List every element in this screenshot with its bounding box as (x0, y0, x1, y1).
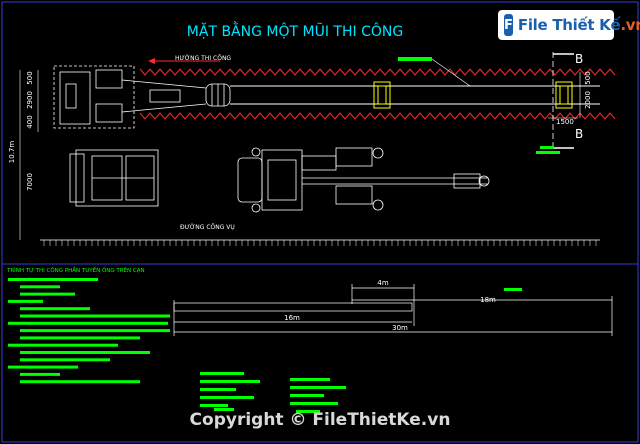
logo-text: File Thiết Kế (517, 16, 621, 34)
section-b-top: B (575, 52, 583, 66)
table-line (8, 321, 168, 325)
table-line (20, 380, 140, 384)
note-bar-ruler (504, 288, 522, 291)
legend-line (200, 372, 244, 375)
legend-line (290, 402, 338, 405)
legend-line (290, 386, 346, 389)
ground-hatch (43, 240, 597, 246)
table-line (8, 278, 98, 281)
bottom-legend-text (200, 372, 346, 413)
boundary-zigzag-top (139, 68, 616, 76)
legend-line (290, 378, 330, 381)
legend-line (200, 404, 228, 407)
copyright-watermark: Copyright © FileThietKe.vn (189, 410, 451, 430)
legend-line (296, 410, 320, 413)
table-line (20, 314, 170, 318)
dim-500: 500 (26, 71, 34, 84)
dim-18m: 18m (480, 296, 496, 304)
truck-plan (69, 149, 159, 207)
legend-line (200, 396, 254, 399)
table-line (8, 343, 118, 347)
direction-arrowhead (148, 58, 155, 64)
file-icon: F (504, 14, 513, 36)
crane-plan (237, 147, 490, 213)
pipe-support-1-inner (377, 85, 387, 105)
logo-suffix: .vn (620, 16, 640, 34)
dim-16m: 16m (284, 314, 300, 322)
table-line (20, 292, 75, 296)
dim-7000: 7000 (26, 173, 34, 191)
legend-line (290, 394, 324, 397)
right-dim-1500: 1500 (556, 118, 574, 126)
boundary-zigzag-bottom (139, 112, 616, 120)
logo-text-wrap: File Thiết Kế.vn (518, 16, 640, 34)
sequence-table-text (8, 278, 170, 384)
legend-line (200, 380, 260, 383)
table-line (20, 351, 150, 354)
dim-400: 400 (26, 115, 34, 128)
bottom-dimension-lines (173, 284, 613, 336)
direction-label: HƯỚNG THI CÔNG (175, 55, 231, 62)
pipe-support-1 (373, 81, 391, 109)
dim-4m: 4m (377, 279, 388, 287)
sequence-table-title: TRÌNH TỰ THI CÔNG PHẦN TUYẾN ỐNG TRÊN CẠ… (6, 266, 145, 274)
note-leader (431, 58, 471, 87)
legend-line (200, 388, 236, 391)
note-bar-top (398, 57, 432, 61)
table-line (8, 365, 78, 369)
dim-10-7m: 10.7m (8, 141, 16, 164)
table-line (20, 329, 170, 333)
road-label: ĐƯỜNG CÔNG VỤ (180, 224, 235, 231)
right-dim-500: 500 (584, 71, 592, 84)
table-line (20, 358, 110, 362)
table-line (20, 372, 60, 376)
dim-2900: 2900 (26, 91, 34, 109)
brand-logo: F File Thiết Kế.vn (498, 10, 640, 40)
note-bar-right-1 (540, 146, 554, 149)
table-line (20, 336, 140, 340)
legend-line (214, 408, 234, 411)
drawing-title: MẶT BẰNG MỘT MŨI THI CÔNG (187, 21, 403, 40)
pipe-support-2-inner (559, 85, 569, 105)
dim-30m: 30m (392, 324, 408, 332)
table-line (20, 307, 90, 311)
note-bar-right-2 (536, 151, 560, 154)
drilling-machine-top (53, 65, 231, 129)
pipe-support-2 (555, 81, 573, 109)
table-line (8, 299, 43, 303)
right-dim-2000: 2000 (584, 91, 592, 109)
table-line (20, 285, 60, 289)
section-b-bottom: B (575, 127, 583, 141)
